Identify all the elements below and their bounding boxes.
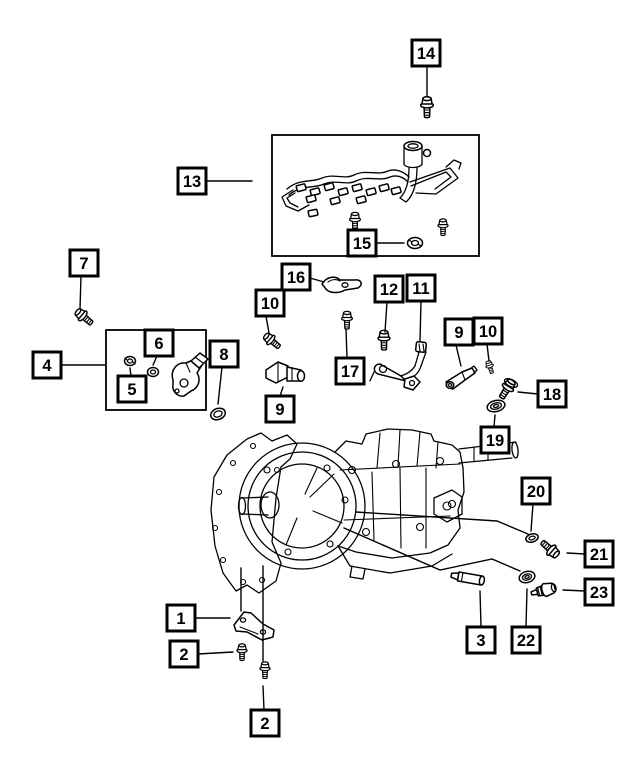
- washer-part-19: [486, 399, 506, 413]
- callout-21-label: 21: [590, 546, 608, 564]
- bolt-part-7: [72, 305, 97, 329]
- callout-16[interactable]: 16: [280, 262, 312, 292]
- screw-part-2a: [236, 643, 248, 662]
- callout-15-label: 15: [353, 235, 371, 253]
- callout-7-label: 7: [79, 255, 88, 273]
- callout-9-right-label: 9: [454, 324, 463, 342]
- callout-23[interactable]: 23: [583, 577, 615, 607]
- bolt-part-21: [537, 536, 563, 562]
- callout-11[interactable]: 11: [405, 273, 437, 303]
- callout-boxes: 14 13 15 16 10 12 11 7 4 6 5 8 17 9 9 10…: [31, 38, 615, 738]
- lever-rod-part-11: [369, 340, 428, 391]
- o-ring-part-20: [525, 533, 539, 543]
- callout-13-label: 13: [183, 173, 201, 191]
- callout-5-label: 5: [127, 381, 136, 399]
- bolt-part-10-left: [260, 330, 284, 353]
- callout-13[interactable]: 13: [176, 166, 208, 196]
- callout-8-label: 8: [219, 346, 228, 364]
- callout-9-left[interactable]: 9: [264, 394, 296, 424]
- callout-14-label: 14: [417, 45, 436, 63]
- callout-9-right[interactable]: 9: [443, 317, 475, 347]
- plug-bolt-part-23: [530, 582, 557, 598]
- callout-14[interactable]: 14: [410, 38, 442, 68]
- callout-9-left-label: 9: [275, 401, 284, 419]
- callout-2-upper[interactable]: 2: [168, 639, 200, 669]
- callout-11-label: 11: [412, 280, 429, 298]
- screw-part-17: [341, 310, 353, 330]
- callout-4-label: 4: [42, 357, 52, 375]
- callout-5[interactable]: 5: [116, 374, 148, 404]
- bolt-washer-part-18: [495, 376, 519, 403]
- callout-2-lower-label: 2: [260, 715, 269, 733]
- callout-20-label: 20: [527, 483, 545, 501]
- callout-8[interactable]: 8: [208, 339, 240, 369]
- callout-4[interactable]: 4: [31, 350, 63, 380]
- leader-lines: [60, 65, 586, 711]
- callout-12-label: 12: [380, 281, 398, 299]
- callout-12[interactable]: 12: [373, 274, 405, 304]
- bolt-part-14: [419, 96, 435, 119]
- callout-18-label: 18: [543, 386, 561, 404]
- screw-part-13a: [349, 211, 361, 231]
- callout-6-label: 6: [154, 335, 163, 353]
- callout-10-left-label: 10: [261, 295, 279, 313]
- callout-3-label: 3: [476, 632, 485, 650]
- callout-1[interactable]: 1: [165, 603, 197, 633]
- screw-part-13b: [437, 218, 449, 237]
- callout-18[interactable]: 18: [536, 379, 568, 409]
- callout-15[interactable]: 15: [346, 228, 378, 258]
- sensor-assembly-part-4: [123, 352, 209, 397]
- sensor-part-9-right: [445, 365, 478, 390]
- callout-10-left[interactable]: 10: [254, 288, 286, 318]
- pin-part-3: [450, 571, 486, 586]
- callout-7[interactable]: 7: [68, 248, 100, 278]
- wiring-harness-part-13: [281, 140, 462, 218]
- callout-6[interactable]: 6: [143, 328, 175, 358]
- callout-2-lower[interactable]: 2: [249, 708, 281, 738]
- callout-21[interactable]: 21: [583, 539, 615, 569]
- transmission-case-drawing: [210, 428, 519, 594]
- callout-10-right-label: 10: [479, 323, 497, 341]
- callout-3[interactable]: 3: [465, 625, 497, 655]
- nut-part-15: [406, 236, 424, 250]
- screw-part-10-right: [483, 359, 497, 375]
- callout-22-label: 22: [517, 632, 535, 650]
- callout-17[interactable]: 17: [334, 356, 366, 386]
- bracket-plate-part-1: [233, 611, 275, 641]
- washer-part-22: [518, 570, 536, 584]
- seal-ring-part-8: [209, 407, 227, 421]
- callout-22[interactable]: 22: [510, 625, 542, 655]
- screw-part-2b: [259, 661, 271, 680]
- callout-19-label: 19: [486, 432, 504, 450]
- callout-16-label: 16: [287, 269, 305, 287]
- callout-17-label: 17: [341, 363, 359, 381]
- callout-20[interactable]: 20: [520, 476, 552, 506]
- sensor-part-9-left: [265, 361, 306, 384]
- bracket-part-16: [321, 276, 362, 294]
- callout-1-label: 1: [176, 610, 185, 628]
- bolt-part-12: [377, 329, 391, 351]
- callout-10-right[interactable]: 10: [472, 316, 504, 346]
- callout-19[interactable]: 19: [479, 425, 511, 455]
- callout-23-label: 23: [590, 584, 608, 602]
- callout-2-upper-label: 2: [179, 646, 188, 664]
